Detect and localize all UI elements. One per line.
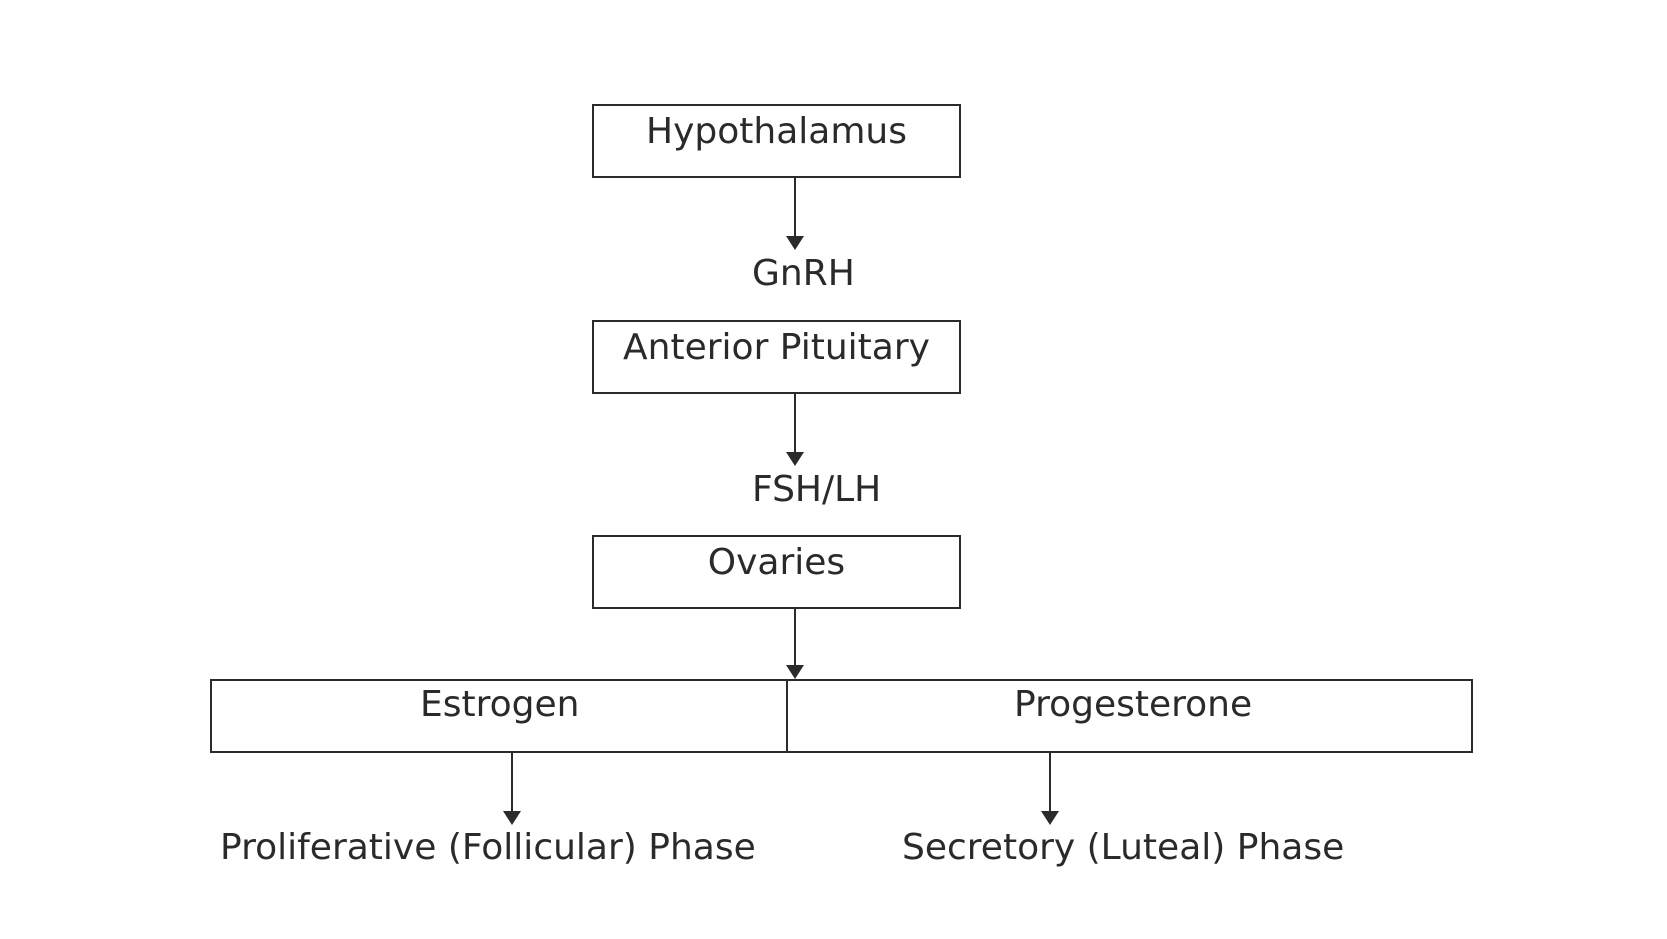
fsh-lh-label: FSH/LH (752, 469, 882, 510)
proliferative-phase-label: Proliferative (Follicular) Phase (220, 827, 756, 868)
secretory-phase-label: Secretory (Luteal) Phase (902, 827, 1345, 868)
arrow-progesterone-to-secretory-head (1041, 811, 1059, 825)
arrow-estrogen-to-proliferative-shaft (511, 753, 513, 813)
arrow-progesterone-to-secretory-shaft (1049, 753, 1051, 813)
estrogen-progesterone-divider (786, 679, 788, 753)
anterior-pituitary-label: Anterior Pituitary (623, 327, 930, 368)
gnrh-label: GnRH (752, 253, 855, 294)
ovaries-label: Ovaries (707, 542, 846, 583)
ovaries-box: Ovaries (592, 535, 961, 609)
estrogen-label: Estrogen (420, 684, 580, 725)
arrow-ovaries-to-hormones-head (786, 665, 804, 679)
estrogen-progesterone-box (210, 679, 1473, 753)
hypothalamus-label: Hypothalamus (646, 111, 907, 152)
arrow-ovaries-to-hormones-shaft (794, 609, 796, 665)
arrow-pituitary-to-fsh-lh-shaft (794, 394, 796, 454)
hypothalamus-box: Hypothalamus (592, 104, 961, 178)
anterior-pituitary-box: Anterior Pituitary (592, 320, 961, 394)
arrow-hypothalamus-to-gnrh-head (786, 236, 804, 250)
arrow-pituitary-to-fsh-lh-head (786, 452, 804, 466)
arrow-hypothalamus-to-gnrh-shaft (794, 178, 796, 238)
arrow-estrogen-to-proliferative-head (503, 811, 521, 825)
progesterone-label: Progesterone (1014, 684, 1253, 725)
